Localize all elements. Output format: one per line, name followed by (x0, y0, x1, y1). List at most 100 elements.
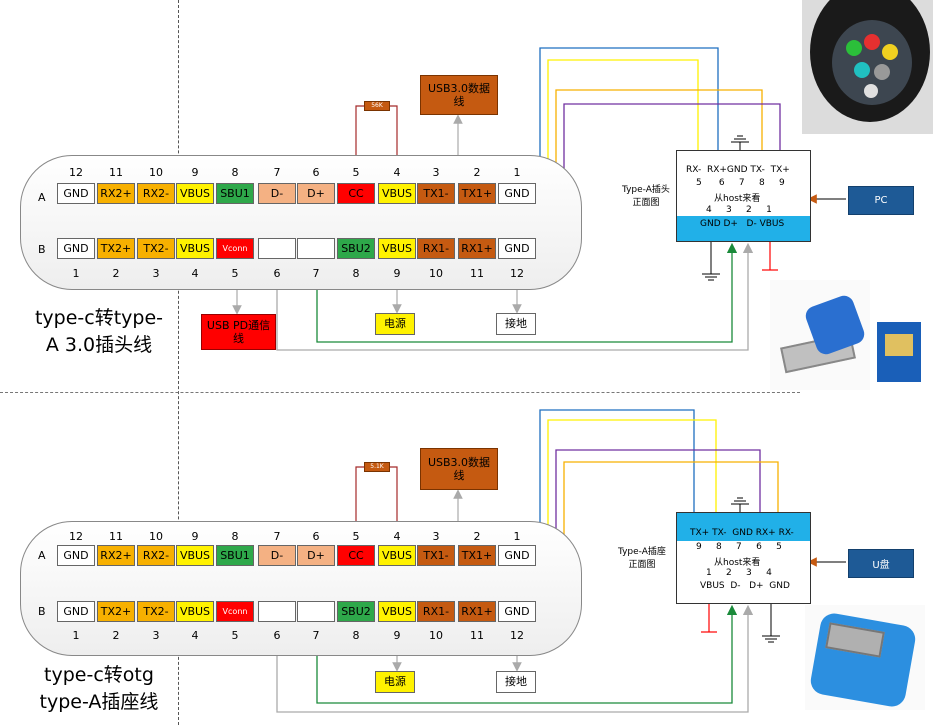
resistor-wire (390, 466, 398, 545)
row-a-label: A (38, 549, 46, 562)
pin-number: 9 (393, 629, 401, 642)
d-plus-wire (316, 242, 738, 343)
pin-cell: VBUS (378, 601, 416, 622)
pin-cell: TX1- (417, 183, 455, 204)
pin-number: 5 (352, 530, 360, 543)
pin-cell: GND (57, 183, 95, 204)
pin-cell: VBUS (378, 183, 416, 204)
pin-cell: GND (57, 545, 95, 566)
pin-number: 6 (273, 629, 281, 642)
pin-cell (297, 601, 335, 622)
usb3-data-box: USB3.0数据线 (420, 75, 498, 115)
caption-line-2: type-A插座线 (39, 691, 159, 713)
pin-number: 4 (393, 166, 401, 179)
pin-cell: SBU1 (216, 545, 254, 566)
caption-line-1: type-c转otg (44, 664, 154, 686)
pin-number: 8 (352, 267, 360, 280)
pin-cell: D+ (297, 183, 335, 204)
pin-number: 8 (231, 530, 239, 543)
usb-a-socket-photo (805, 605, 925, 710)
pin-number: 7 (312, 267, 320, 280)
pin-cell: TX1- (417, 545, 455, 566)
horizontal-dashed-divider (0, 392, 800, 393)
pin-cell: GND (498, 545, 536, 566)
pin-number: 2 (112, 267, 120, 280)
power-box: 电源 (375, 671, 415, 693)
pin-number: 10 (149, 530, 163, 543)
usb-pd-box: USB PD通信线 (201, 314, 276, 350)
pin-cell: TX2+ (97, 601, 135, 622)
pin-cell (258, 238, 296, 259)
pin-number: 9 (191, 166, 199, 179)
pin-number: 5 (352, 166, 360, 179)
section-caption: type-c转type- A 3.0插头线 (20, 305, 178, 359)
pin-cell: VBUS (378, 238, 416, 259)
pin-number: 2 (473, 530, 481, 543)
section-caption: type-c转otg type-A插座线 (20, 662, 178, 716)
row-a-label: A (38, 191, 46, 204)
pin-cell: CC (337, 183, 375, 204)
pin-number: 2 (473, 166, 481, 179)
pin-cell: VBUS (378, 545, 416, 566)
pin-cell: GND (498, 238, 536, 259)
pin-number: 11 (109, 530, 123, 543)
pin-number: 6 (312, 530, 320, 543)
caption-line-2: A 3.0插头线 (45, 334, 153, 356)
device-box-udisk: U盘 (848, 549, 914, 578)
pin-number: 1 (513, 530, 521, 543)
pin-cell: TX2- (137, 238, 175, 259)
pin-number: 8 (231, 166, 239, 179)
pin-number: 7 (273, 166, 281, 179)
pin-cell: RX1- (417, 238, 455, 259)
pin-cell: GND (57, 601, 95, 622)
pin-number: 6 (273, 267, 281, 280)
connector-title-line-1: Type-A插头 (622, 185, 670, 195)
row-b-label: B (38, 243, 46, 256)
cable-cross-section-photo (802, 0, 933, 134)
resistor-wire (355, 466, 364, 545)
pin-cell: D- (258, 545, 296, 566)
connector-title: Type-A插头 正面图 (622, 182, 670, 208)
pin-cell: RX2- (137, 183, 175, 204)
usb-a-pin-closeup-photo (877, 322, 921, 382)
pin-cell: VBUS (176, 238, 214, 259)
pin-number: 12 (510, 267, 524, 280)
pin-number: 10 (429, 629, 443, 642)
typec-connector-outline (20, 155, 582, 290)
pin-cell (258, 601, 296, 622)
conn-bottom-labels: GND D+ D- VBUS (700, 219, 785, 229)
pin-cell: VBUS (176, 601, 214, 622)
typea-plug-tongue (677, 216, 810, 241)
connector-title-line-1: Type-A插座 (618, 547, 666, 557)
pin-cell: TX1+ (458, 545, 496, 566)
pin-number: 9 (191, 530, 199, 543)
pin-cell: GND (498, 183, 536, 204)
pin-number: 5 (231, 629, 239, 642)
usb3-data-box: USB3.0数据线 (420, 448, 498, 490)
d-minus-wire (276, 604, 754, 713)
pin-number: 11 (470, 267, 484, 280)
pin-cell: TX2+ (97, 238, 135, 259)
pin-number: 5 (231, 267, 239, 280)
conn-view-text: 从host来看 (714, 558, 761, 568)
pin-cell: RX2+ (97, 183, 135, 204)
pin-cell: GND (498, 601, 536, 622)
pin-cell: RX1+ (458, 238, 496, 259)
pin-number: 4 (191, 629, 199, 642)
pin-number: 8 (352, 629, 360, 642)
pin-number: 4 (393, 530, 401, 543)
ground-box: 接地 (496, 313, 536, 335)
pin-number: 12 (510, 629, 524, 642)
pin-cell: RX1- (417, 601, 455, 622)
connector-title: Type-A插座 正面图 (618, 544, 666, 570)
pin-number: 10 (429, 267, 443, 280)
pin-cell: SBU2 (337, 238, 375, 259)
pin-number: 3 (432, 166, 440, 179)
connector-title-line-2: 正面图 (628, 560, 656, 570)
usb3-data-text: USB3.0数据线 (427, 455, 491, 482)
connector-title-line-2: 正面图 (632, 198, 660, 208)
row-b-label: B (38, 605, 46, 618)
resistor-label: 5.1K (364, 462, 390, 472)
pin-cell: Vconn (216, 238, 254, 259)
typea-socket-tongue (677, 513, 810, 541)
